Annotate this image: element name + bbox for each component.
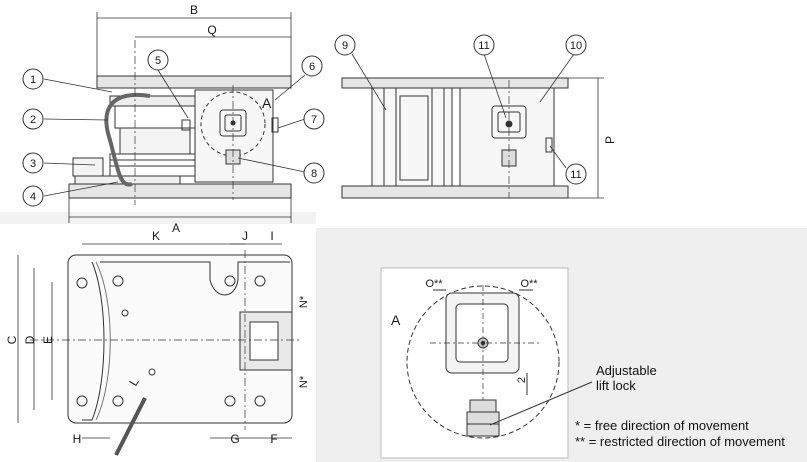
dim-E: E bbox=[41, 336, 55, 344]
dim-B: B bbox=[190, 3, 198, 17]
svg-text:6: 6 bbox=[309, 61, 315, 73]
side-view-dims bbox=[43, 12, 306, 223]
callout-11-top: 11 bbox=[473, 34, 495, 56]
callout-9: 9 bbox=[334, 34, 356, 56]
lift-lock-line-2: lift lock bbox=[596, 378, 636, 393]
dim-A: A bbox=[172, 221, 180, 235]
dim-O-left: O** bbox=[425, 278, 443, 290]
view-label-a: A bbox=[262, 95, 272, 111]
svg-text:3: 3 bbox=[30, 158, 36, 170]
lift-lock-note: Adjustable lift lock bbox=[596, 363, 657, 393]
svg-text:5: 5 bbox=[155, 55, 161, 67]
dim-D: D bbox=[23, 335, 37, 344]
svg-text:11: 11 bbox=[478, 40, 489, 52]
callout-8: 8 bbox=[303, 162, 325, 184]
callout-7: 7 bbox=[303, 108, 325, 130]
svg-text:4: 4 bbox=[30, 191, 36, 203]
detail-label-a: A bbox=[391, 312, 401, 328]
svg-text:1: 1 bbox=[30, 74, 36, 86]
callout-3: 3 bbox=[22, 152, 44, 174]
front-view-dims bbox=[351, 53, 604, 199]
callout-4: 4 bbox=[22, 185, 44, 207]
svg-text:10: 10 bbox=[570, 40, 582, 52]
callout-11-side: 11 bbox=[565, 163, 587, 185]
top-view-dims bbox=[17, 243, 292, 439]
svg-text:9: 9 bbox=[342, 40, 348, 52]
callout-10: 10 bbox=[565, 34, 587, 56]
lift-lock-line-1: Adjustable bbox=[596, 363, 657, 378]
dim-O-right: O** bbox=[520, 278, 538, 290]
callout-1: 1 bbox=[22, 68, 44, 90]
dim-P: P bbox=[603, 136, 617, 144]
dim-G: G bbox=[230, 432, 239, 446]
dim-K: K bbox=[152, 229, 160, 243]
dim-N-top: N* bbox=[298, 295, 310, 308]
front-view bbox=[341, 77, 569, 199]
dim-2: 2 bbox=[516, 377, 528, 383]
dim-J: J bbox=[242, 229, 248, 243]
dim-C: C bbox=[5, 335, 19, 344]
dim-H: H bbox=[73, 432, 82, 446]
callout-5: 5 bbox=[147, 49, 169, 71]
callout-6: 6 bbox=[301, 55, 323, 77]
svg-text:8: 8 bbox=[311, 168, 317, 180]
dim-F: F bbox=[270, 432, 277, 446]
dim-N-bottom: N* bbox=[298, 375, 310, 388]
svg-text:11: 11 bbox=[570, 169, 581, 181]
callouts-side: 1 2 3 4 5 6 7 8 bbox=[22, 49, 325, 207]
callouts-front: 9 11 10 11 bbox=[334, 34, 587, 185]
top-view bbox=[30, 250, 300, 456]
svg-text:7: 7 bbox=[311, 114, 317, 126]
side-view bbox=[68, 40, 292, 205]
free-direction-note: * = free direction of movement bbox=[575, 418, 749, 433]
callout-2: 2 bbox=[22, 108, 44, 130]
restricted-direction-note: ** = restricted direction of movement bbox=[575, 434, 785, 449]
detail-a bbox=[380, 267, 593, 459]
dim-Q: Q bbox=[207, 23, 216, 37]
svg-text:2: 2 bbox=[30, 114, 36, 126]
dim-I: I bbox=[270, 229, 273, 243]
